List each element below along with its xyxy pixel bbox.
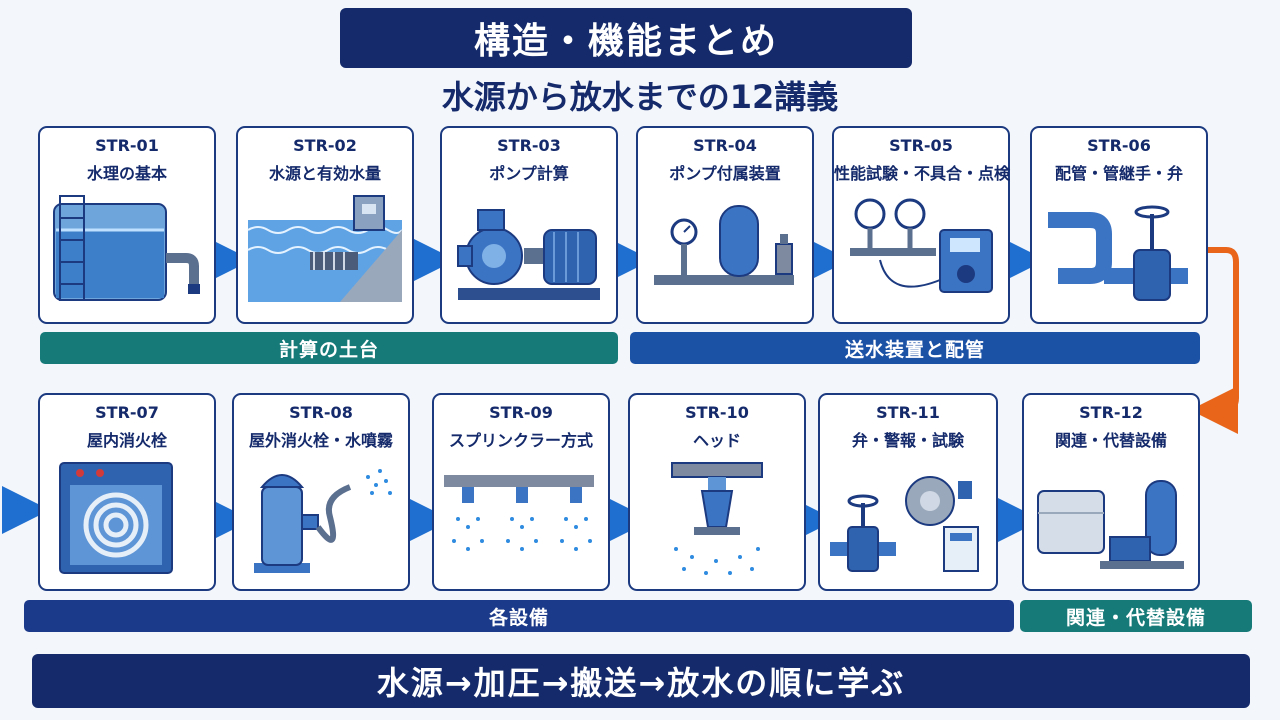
lecture-title: ポンプ計算 <box>489 164 569 183</box>
lecture-code: STR-06 <box>1087 136 1151 155</box>
lecture-card[interactable]: STR-02 水源と有効水量 <box>236 126 414 324</box>
page-title: 構造・機能まとめ <box>340 8 912 68</box>
hydrant-spray-icon <box>254 469 392 573</box>
lecture-code: STR-10 <box>685 403 749 422</box>
lecture-code: STR-02 <box>293 136 357 155</box>
pump-icon <box>457 209 600 300</box>
pump-accessories-icon <box>654 205 794 285</box>
lecture-card[interactable]: STR-11 弁・警報・試験 <box>818 393 998 591</box>
group-band-supply: 送水装置と配管 <box>630 332 1200 364</box>
lecture-title: 配管・管継手・弁 <box>1054 164 1183 183</box>
lecture-title: 屋外消火栓・水噴霧 <box>248 431 393 450</box>
lecture-card[interactable]: STR-06 配管・管継手・弁 <box>1030 126 1208 324</box>
lecture-title: ヘッド <box>692 431 741 450</box>
lecture-title: 性能試験・不具合・点検 <box>834 164 1011 183</box>
lecture-code: STR-08 <box>289 403 353 422</box>
lecture-card[interactable]: STR-07 屋内消火栓 <box>38 393 216 591</box>
lecture-title: スプリンクラー方式 <box>448 431 593 450</box>
lecture-title: ポンプ付属装置 <box>669 164 781 183</box>
page-subtitle: 水源から放水までの12講義 <box>441 78 839 116</box>
group-band-foundation: 計算の土台 <box>40 332 618 364</box>
test-gauges-icon <box>850 198 993 293</box>
lecture-code: STR-11 <box>876 403 940 422</box>
lecture-card[interactable]: STR-03 ポンプ計算 <box>440 126 618 324</box>
lecture-code: STR-09 <box>489 403 553 422</box>
alarm-valve-icon <box>830 476 979 572</box>
water-source-icon <box>247 195 403 302</box>
lecture-title: 水理の基本 <box>86 164 167 183</box>
tank-pump-unit-icon <box>1037 480 1184 569</box>
lecture-code: STR-01 <box>95 136 159 155</box>
group-band-equipment: 各設備 <box>24 600 1014 632</box>
lecture-title: 屋内消火栓 <box>86 431 167 450</box>
lecture-code: STR-07 <box>95 403 159 422</box>
group-band-related: 関連・代替設備 <box>1020 600 1252 632</box>
lecture-card[interactable]: STR-10 ヘッド <box>628 393 806 591</box>
lecture-title: 弁・警報・試験 <box>851 431 964 450</box>
sprinkler-pipe-icon <box>444 475 594 551</box>
lecture-card[interactable]: STR-01 水理の基本 <box>38 126 216 324</box>
lecture-card[interactable]: STR-12 関連・代替設備 <box>1022 393 1200 591</box>
lecture-title: 水源と有効水量 <box>268 164 381 183</box>
lecture-card[interactable]: STR-04 ポンプ付属装置 <box>636 126 814 324</box>
lecture-code: STR-05 <box>889 136 953 155</box>
lecture-card[interactable]: STR-08 屋外消火栓・水噴霧 <box>232 393 410 591</box>
lecture-code: STR-04 <box>693 136 757 155</box>
lecture-code: STR-12 <box>1079 403 1143 422</box>
water-tank-icon <box>53 195 200 301</box>
footer-banner: 水源→加圧→搬送→放水の順に学ぶ <box>32 654 1250 708</box>
lecture-code: STR-03 <box>497 136 561 155</box>
sprinkler-head-icon <box>671 462 763 575</box>
lecture-card[interactable]: STR-09 スプリンクラー方式 <box>432 393 610 591</box>
piping-valve-icon <box>1048 205 1188 301</box>
hose-cabinet-icon <box>59 462 173 574</box>
lecture-title: 関連・代替設備 <box>1054 431 1167 450</box>
lecture-card[interactable]: STR-05 性能試験・不具合・点検 <box>832 126 1010 324</box>
row-turn-arrow <box>1190 247 1239 434</box>
